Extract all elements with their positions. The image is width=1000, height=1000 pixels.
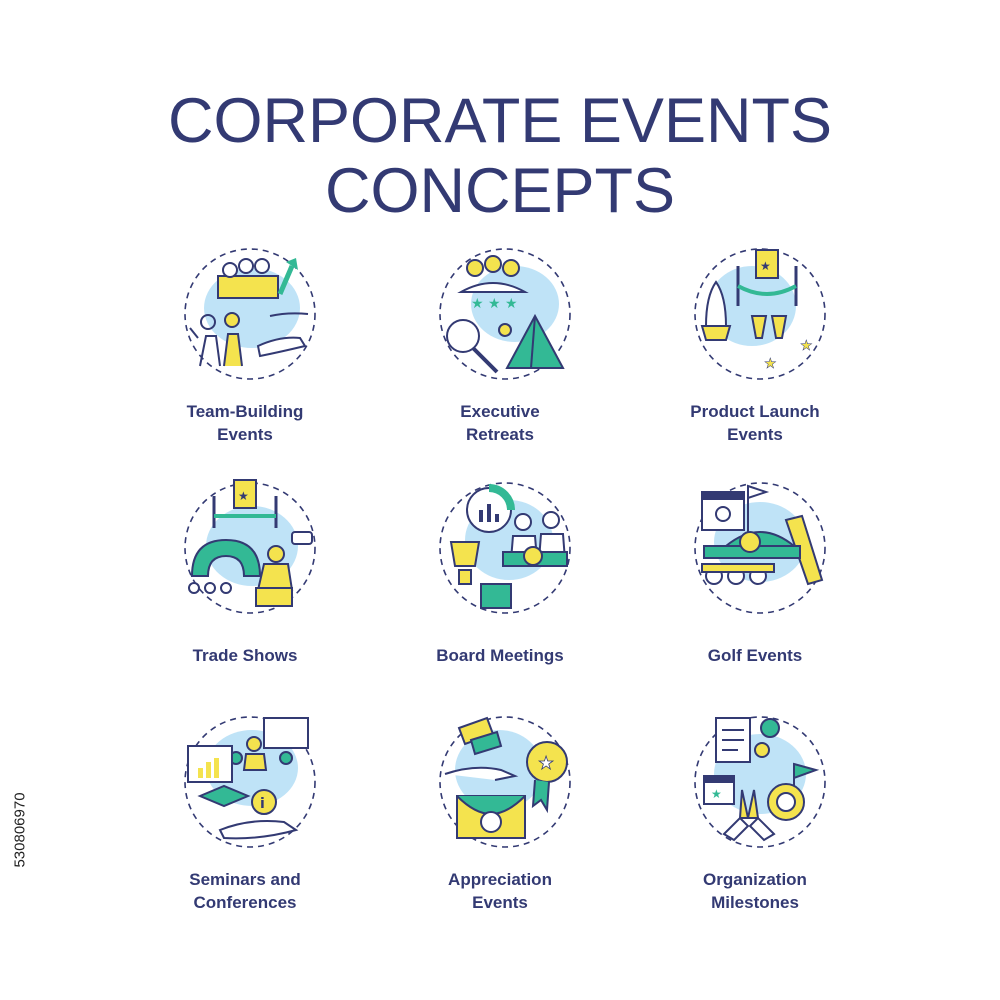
trade-shows-icon: ★ <box>184 479 316 614</box>
concept-label-line-1: Organization <box>703 870 807 889</box>
concept-label-line-2: Events <box>472 893 528 912</box>
image-id-text: 530806970 <box>11 792 29 868</box>
team-building-icon <box>184 248 316 380</box>
concept-milestones: ★ Organization Milestones <box>605 714 905 924</box>
golf-events-icon <box>694 482 826 614</box>
concept-label-line-2: Conferences <box>193 893 297 912</box>
svg-text:★: ★ <box>760 259 771 273</box>
concept-label-line-1: Seminars and <box>189 870 301 889</box>
board-meetings-icon <box>439 482 571 614</box>
svg-text:★: ★ <box>538 753 554 774</box>
concept-golf-events: Golf Events <box>605 480 905 690</box>
concept-appreciation: ★ Appreciation Events <box>350 714 650 924</box>
concept-label-line-1: Team-Building <box>186 402 304 421</box>
concept-executive-retreats: ★ ★ ★ Executive Retreats <box>350 246 650 456</box>
concept-label-line-1: Golf Events <box>707 646 803 665</box>
concept-label-line-1: Appreciation <box>448 870 552 889</box>
concept-label-line-1: Executive <box>460 402 540 421</box>
page-title: CORPORATE EVENTS CONCEPTS <box>0 86 1000 226</box>
concept-trade-shows: ★ Trade Shows <box>95 479 395 690</box>
svg-text:★ ★ ★: ★ ★ ★ <box>471 296 518 312</box>
concept-label-line-2: Retreats <box>465 425 535 444</box>
title-line-2: CONCEPTS <box>324 156 676 226</box>
concept-label-line-1: Board Meetings <box>436 646 564 665</box>
title-line-1: CORPORATE EVENTS <box>168 86 832 156</box>
concept-label-line-1: Product Launch <box>690 402 820 421</box>
concept-product-launch: ★ ★ ★ Product Launch Events <box>605 246 905 456</box>
concept-label-line-1: Trade Shows <box>192 646 298 665</box>
executive-retreats-icon: ★ ★ ★ <box>439 248 571 380</box>
svg-text:★: ★ <box>238 489 249 503</box>
concept-seminars: i Seminars and Conferences <box>95 714 395 924</box>
svg-text:i: i <box>260 796 265 812</box>
appreciation-icon: ★ <box>439 716 571 848</box>
image-id-label: 530806970 <box>8 760 32 900</box>
concept-label-line-2: Events <box>727 425 783 444</box>
concept-team-building: Team-Building Events <box>95 246 395 456</box>
concept-label-line-2: Events <box>217 425 273 444</box>
concept-board-meetings: Board Meetings <box>350 480 650 690</box>
concept-label-line-2: Milestones <box>711 893 799 912</box>
svg-text:★: ★ <box>800 338 813 354</box>
seminars-icon: i <box>184 716 316 848</box>
svg-text:★: ★ <box>711 787 722 801</box>
milestones-icon: ★ <box>694 716 826 848</box>
product-launch-icon: ★ ★ ★ <box>694 248 826 380</box>
svg-text:★: ★ <box>764 356 777 372</box>
